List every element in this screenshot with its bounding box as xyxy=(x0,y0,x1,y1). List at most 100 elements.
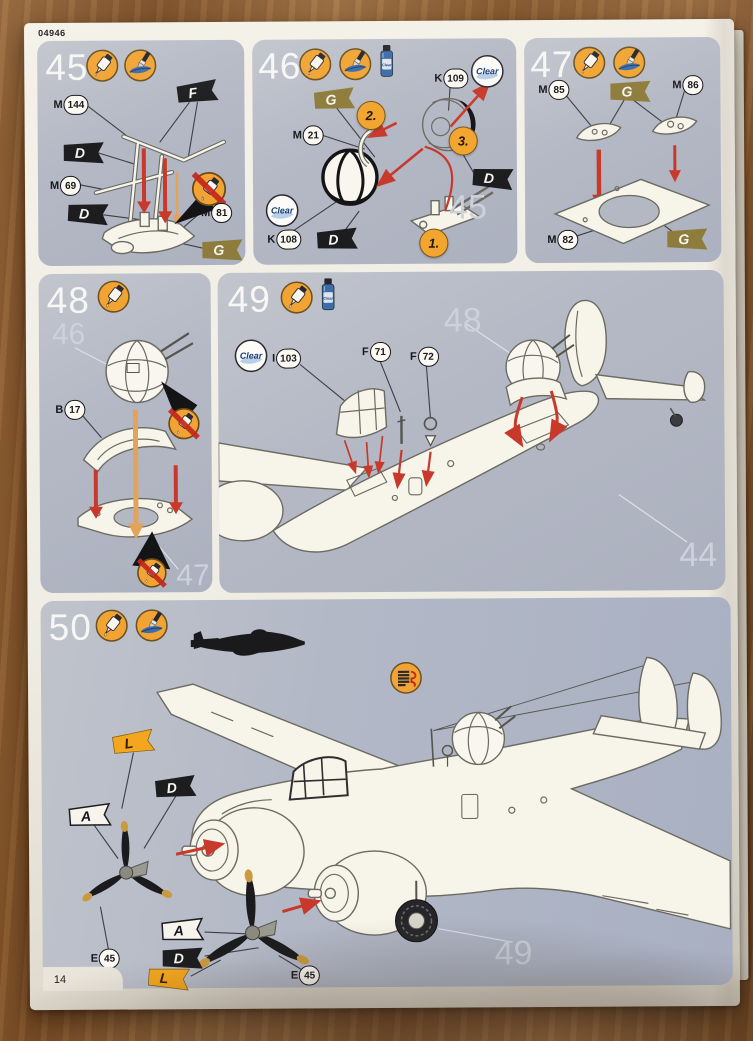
glue-icon xyxy=(97,280,131,314)
propeller-2 xyxy=(198,869,309,968)
strut-assembly xyxy=(93,134,227,255)
svg-text:Clear: Clear xyxy=(271,205,294,215)
svg-text:L: L xyxy=(159,970,169,987)
page-number: 14 xyxy=(53,973,67,987)
assembly-arrows xyxy=(366,81,491,212)
svg-text:G: G xyxy=(678,231,689,247)
svg-text:A: A xyxy=(79,808,91,825)
step-number: 45 xyxy=(45,46,89,89)
aircraft-drawing xyxy=(155,656,732,943)
step-number: 47 xyxy=(530,43,574,86)
svg-text:Clear: Clear xyxy=(382,63,392,67)
subassembly-ref-48: 48 xyxy=(443,301,482,340)
svg-text:D: D xyxy=(174,950,184,966)
step-number: 49 xyxy=(227,278,271,320)
glue-icon xyxy=(280,280,314,314)
paint-flag-d-bottom: D xyxy=(316,227,358,249)
step-number: 46 xyxy=(258,45,302,87)
paint-brush-icon xyxy=(123,48,157,82)
clear-badge: Clear xyxy=(234,339,268,373)
step-47-drawing xyxy=(553,90,711,245)
saddle-cover-b17 xyxy=(82,427,178,473)
mast-f71-drawing xyxy=(397,415,406,444)
svg-text:G: G xyxy=(213,242,224,258)
paint-flag-a2: A xyxy=(161,917,205,941)
paint-flag-d-right: D xyxy=(472,169,514,191)
step-number: 48 xyxy=(46,279,90,322)
landing-gear-wheel xyxy=(394,880,438,943)
turret-subassembly-46 xyxy=(105,332,194,404)
svg-text:D: D xyxy=(328,231,339,248)
paint-flag-f: F xyxy=(176,79,219,103)
step-number: 50 xyxy=(48,606,92,649)
clear-paint-bottle-icon: Clear xyxy=(378,43,395,79)
paint-flag-l2: L xyxy=(147,968,191,991)
paint-flag-g: G xyxy=(202,239,243,261)
sequence-step-2: 2. xyxy=(356,100,386,131)
svg-text:Clear: Clear xyxy=(323,297,333,301)
assembly-arrows xyxy=(175,839,322,915)
paint-flag-a1: A xyxy=(68,802,112,827)
floor-plate-m82 xyxy=(553,178,711,245)
paint-flag-d2: D xyxy=(67,204,109,226)
paint-flag-l1: L xyxy=(112,728,156,754)
glue-icon xyxy=(572,46,606,80)
svg-text:D: D xyxy=(79,205,90,221)
subassembly-ref-44: 44 xyxy=(679,535,718,575)
no-glue-icon xyxy=(191,171,227,207)
turret-dome-k108 xyxy=(321,148,379,206)
svg-text:A: A xyxy=(172,922,184,939)
clear-badge: Clear xyxy=(265,194,299,227)
step-48-drawing xyxy=(74,332,198,570)
paint-flag-g-bottom: G xyxy=(667,228,708,250)
svg-text:F: F xyxy=(187,84,198,101)
paint-flag-d2: D xyxy=(162,947,203,969)
subassembly-ref-45: 45 xyxy=(449,188,488,227)
instruction-page: 04946 xyxy=(23,18,741,1011)
paint-brush-icon xyxy=(612,45,646,79)
aircraft-silhouette xyxy=(190,629,305,656)
glue-icon xyxy=(85,49,119,83)
decal-icon xyxy=(389,661,423,695)
clear-paint-bottle-icon: Clear xyxy=(320,276,337,312)
canopy-i103-drawing xyxy=(335,388,388,439)
paint-flag-d1: D xyxy=(63,142,104,164)
svg-text:Clear: Clear xyxy=(240,351,263,361)
svg-text:D: D xyxy=(75,145,85,161)
paint-brush-icon xyxy=(338,47,372,81)
paint-flag-g: G xyxy=(313,87,356,109)
glue-icon xyxy=(298,47,332,81)
subassembly-ref-46: 46 xyxy=(51,317,86,352)
assembly-arrows xyxy=(137,148,183,226)
sequence-step-3: 3. xyxy=(448,126,478,156)
kit-number: 04946 xyxy=(38,27,66,39)
paint-flag-g-top: G xyxy=(610,80,651,102)
clear-badge: Clear xyxy=(470,55,504,88)
assembly-arrows xyxy=(88,409,183,540)
svg-text:D: D xyxy=(166,779,178,796)
subassembly-ref-47: 47 xyxy=(176,559,210,593)
sequence-step-1: 1. xyxy=(419,228,449,258)
svg-text:D: D xyxy=(483,170,494,187)
assembly-arrows xyxy=(343,390,568,490)
subassembly-ref-49: 49 xyxy=(494,934,533,973)
paint-flag-d1: D xyxy=(155,774,197,798)
